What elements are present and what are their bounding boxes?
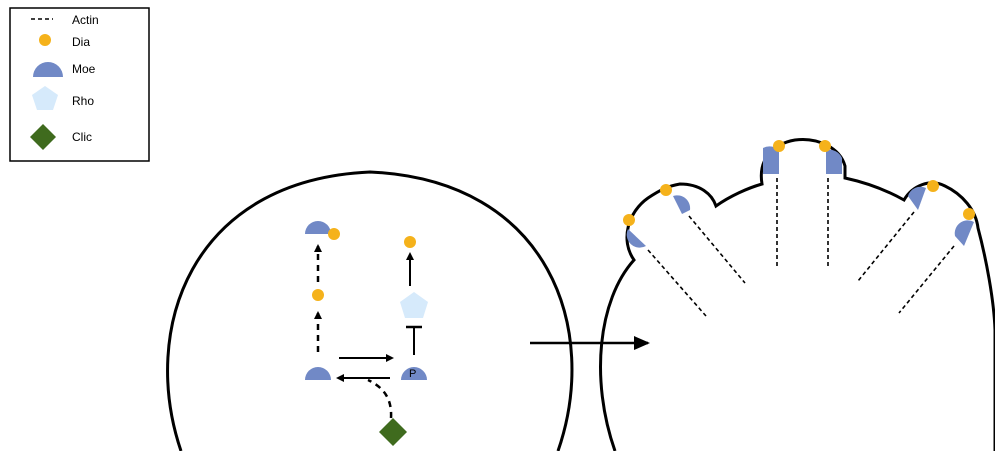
dia-dot-top-right [404, 236, 416, 248]
moe-protrusion-6 [954, 220, 974, 246]
moe-protrusion-3 [763, 146, 779, 174]
moe-protrusion-4 [826, 149, 842, 174]
clic-diamond [379, 418, 407, 446]
dia-dot-protrusion-1 [623, 214, 635, 226]
legend-label-moe: Moe [72, 62, 96, 76]
phospho-label: P [409, 368, 416, 380]
phospho-moe-shape [401, 367, 427, 380]
actin-protrusion-1 [647, 249, 707, 317]
actin-protrusion-6 [898, 245, 955, 314]
legend-label-dia: Dia [72, 35, 90, 49]
legend-label-rho: Rho [72, 94, 94, 108]
pale-blue-pentagon-icon [32, 86, 58, 110]
moe-shape-top [305, 221, 331, 234]
legend: Actin Dia Moe Rho Clic [9, 7, 150, 162]
dia-dot-protrusion-6 [963, 208, 975, 220]
dia-dot-protrusion-2 [660, 184, 672, 196]
legend-label-clic: Clic [72, 130, 92, 144]
moe-shape-bottom [305, 367, 331, 380]
left-cell-membrane [166, 170, 574, 451]
dia-dot-protrusion-5 [927, 180, 939, 192]
actin-protrusion-5 [857, 211, 915, 282]
dia-dot-middle [312, 289, 324, 301]
rho-pentagon [400, 292, 428, 318]
actin-protrusion-2 [688, 215, 746, 284]
green-diamond-icon [30, 124, 56, 150]
right-cell [599, 138, 995, 451]
dia-dot-top-left [328, 228, 340, 240]
legend-label-actin: Actin [72, 13, 99, 27]
clic-dashed-arrow [367, 378, 393, 419]
moe-protrusion-5 [908, 186, 926, 210]
dia-dot-protrusion-3 [773, 140, 785, 152]
moe-protrusion-2 [673, 195, 691, 214]
blue-half-circle-icon [33, 62, 63, 77]
dia-dot-protrusion-4 [819, 140, 831, 152]
left-cell: P [166, 170, 574, 451]
moe-protrusion-1 [626, 229, 646, 248]
orange-dot-icon [39, 34, 51, 46]
